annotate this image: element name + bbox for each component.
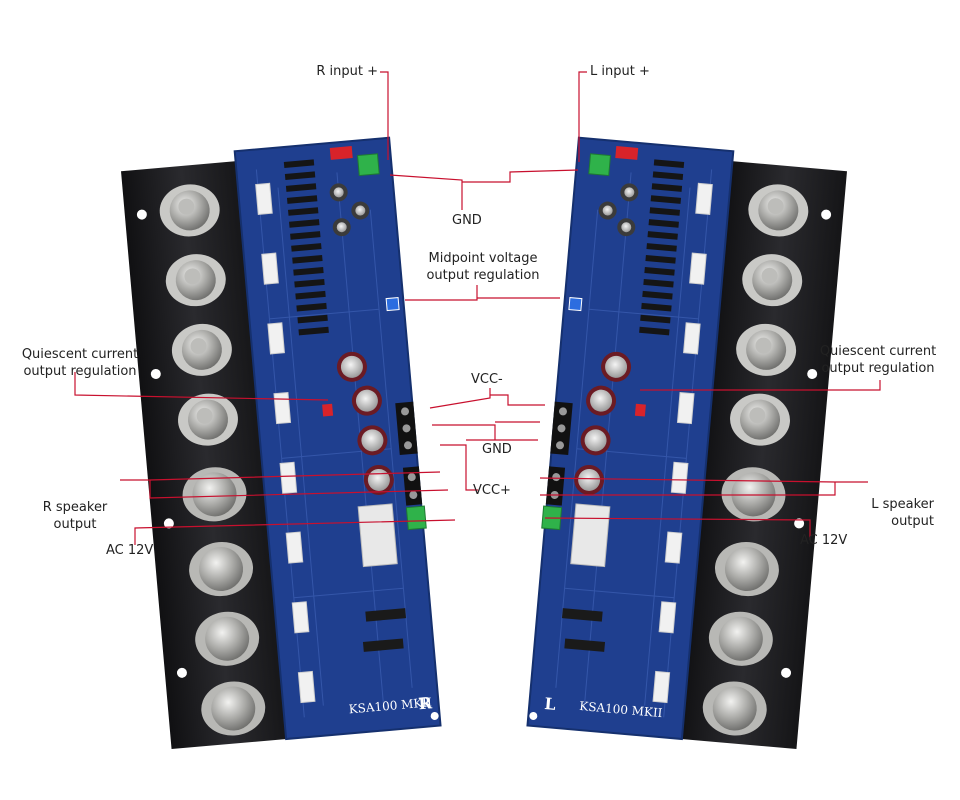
label-r-speaker-line1: R speaker: [42, 500, 108, 515]
power-transistors-r: [159, 184, 266, 736]
label-midpoint-line1: Midpoint voltage: [428, 251, 538, 266]
small-capacitors-l: [598, 146, 639, 237]
quiescent-trimmer-r: [322, 403, 334, 417]
electrolytic-capacitors-r: [336, 351, 394, 495]
leader-r-speaker-b: [149, 480, 449, 499]
leader-quiescent-right: [640, 380, 881, 391]
input-terminal-r: [356, 153, 380, 177]
leader-lines: [74, 71, 881, 545]
label-l-input: L input +: [590, 64, 650, 79]
label-r-speaker: R speaker output: [20, 499, 130, 533]
label-vcc-plus: VCC+: [473, 483, 511, 498]
relay-l: [570, 503, 611, 568]
electrolytic-capacitors-l: [574, 351, 632, 495]
ac-terminal-r: [405, 505, 427, 531]
leader-vcc-minus-r: [429, 388, 491, 409]
label-l-speaker-line1: L speaker: [871, 497, 934, 512]
leader-gnd-top-r: [389, 174, 463, 210]
leader-gnd-top-l: [462, 169, 579, 183]
quiescent-trimmer-l: [634, 403, 646, 417]
leader-gnd-mid-r: [432, 424, 496, 440]
heatsink-holes-l: [781, 209, 832, 678]
leader-l-input: [578, 71, 587, 162]
label-midpoint-line2: output regulation: [426, 268, 540, 283]
label-gnd-top: GND: [452, 213, 482, 228]
label-vcc-minus: VCC-: [471, 372, 503, 387]
leader-ac-right: [544, 517, 811, 540]
ics-r: [362, 608, 407, 652]
board-l: L KSA100 MKII: [526, 136, 847, 750]
board-r: KSA100 MKII R: [121, 136, 442, 750]
leader-vcc-minus-l: [490, 394, 545, 406]
leader-l-speaker-b: [540, 482, 836, 496]
label-l-speaker: L speaker output: [826, 496, 934, 530]
leader-midpoint-r: [405, 285, 478, 301]
input-terminal-l: [588, 153, 612, 177]
power-terminal-l: [550, 401, 573, 456]
speaker-terminal-l: [545, 466, 566, 506]
ics-l: [561, 608, 606, 652]
label-quiescent-left-line2: output regulation: [23, 364, 137, 379]
label-quiescent-left: Quiescent current output regulation: [10, 346, 150, 380]
power-resistors-l: [652, 182, 713, 704]
driver-heatsink-l: [639, 159, 685, 336]
label-quiescent-right: Quiescent current output regulation: [808, 343, 948, 377]
label-r-speaker-line2: output: [53, 517, 97, 532]
leader-ac-left: [134, 519, 456, 545]
power-resistors-r: [255, 182, 316, 704]
label-gnd-mid: GND: [482, 442, 512, 457]
label-l-speaker-line2: output: [891, 514, 934, 529]
power-transistors-l: [702, 184, 809, 736]
label-ac-left: AC 12V: [106, 543, 154, 558]
speaker-terminal-r: [402, 466, 423, 506]
board-letter-r: R: [418, 693, 434, 713]
driver-heatsink-r: [283, 159, 329, 336]
label-midpoint: Midpoint voltage output regulation: [418, 250, 548, 284]
label-quiescent-right-line1: Quiescent current: [819, 344, 937, 359]
leader-vcc-plus-r: [440, 444, 478, 491]
small-capacitors-r: [329, 146, 370, 237]
label-r-input: R input +: [316, 64, 378, 79]
label-quiescent-left-line1: Quiescent current: [21, 347, 139, 362]
leader-r-input: [380, 71, 389, 160]
relay-r: [357, 503, 398, 568]
label-quiescent-right-line2: output regulation: [821, 361, 935, 376]
board-letter-l: L: [544, 694, 557, 714]
midpoint-trimmer-l: [568, 297, 583, 312]
power-terminal-r: [395, 401, 418, 456]
midpoint-trimmer-r: [385, 297, 400, 312]
label-ac-right: AC 12V: [800, 533, 848, 548]
heatsink-holes-r: [136, 209, 187, 678]
leader-quiescent-left: [74, 372, 329, 401]
